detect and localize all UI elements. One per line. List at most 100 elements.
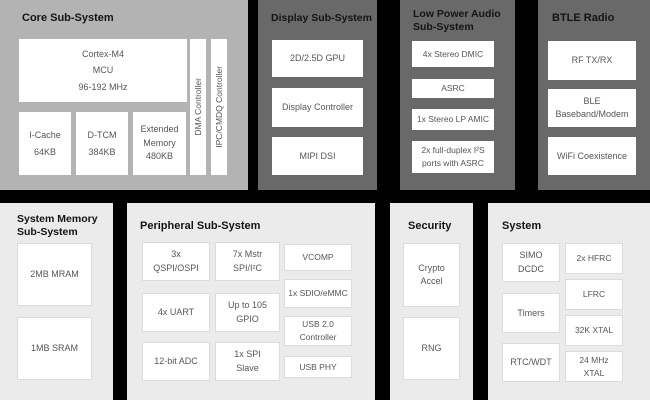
block-label: QSPI/OSPI [153, 262, 199, 273]
gpu-block: 2D/2.5D GPU [272, 40, 363, 77]
display-subsystem-title: Display Sub-System [271, 12, 372, 24]
block-label: 3x [171, 249, 181, 259]
block-label: GPIO [236, 313, 259, 324]
block-label: RF TX/RX [571, 55, 613, 66]
block-label: RNG [421, 343, 442, 354]
block-label: ASRC [441, 83, 465, 94]
security-section: Security Crypto Accel RNG [390, 203, 473, 400]
rng-block: RNG [403, 317, 460, 380]
master-spi-i2c-block: 7x Mstr SPI/I²C [215, 242, 280, 281]
block-label: Crypto [418, 262, 445, 273]
core-subsystem-section: Core Sub-System Cortex-M4 MCU 96-192 MHz… [0, 0, 248, 190]
sram-block: 1MB SRAM [17, 317, 92, 380]
block-label: Baseband/Modem [555, 109, 629, 119]
block-label: SIMO [519, 250, 543, 260]
block-label: Controller [299, 332, 337, 342]
mipi-dsi-block: MIPI DSI [272, 137, 363, 175]
block-label: 1x SDIO/eMMC [288, 288, 348, 299]
usb2-controller-block: USB 2.0 Controller [284, 316, 352, 346]
system-memory-section: System Memory Sub-System 2MB MRAM 1MB SR… [0, 203, 113, 400]
block-label: 384KB [88, 146, 116, 157]
spi-slave-block: 1x SPI Slave [215, 342, 280, 381]
block-label: 32K XTAL [574, 325, 614, 336]
qspi-ospi-block: 3x QSPI/OSPI [142, 242, 210, 281]
lp-amic-block: 1x Stereo LP AMIC [412, 109, 494, 130]
block-label: Memory [143, 137, 176, 148]
block-label: 2x HFRC [576, 253, 612, 264]
block-label: Accel [420, 276, 443, 286]
dma-controller-block: DMA Controller [190, 39, 206, 175]
block-label: 24 MHz [579, 354, 609, 365]
block-label: 64KB [33, 146, 57, 157]
block-label: DCDC [518, 263, 544, 274]
block-label: IPC/CMDQ Controller [213, 66, 224, 148]
usb-phy-block: USB PHY [284, 356, 352, 378]
audio-subsystem-section: Low Power Audio Sub-System 4x Stereo DMI… [400, 0, 515, 190]
title-line: Sub-System [17, 226, 78, 238]
block-label: WiFi Coexistence [556, 150, 628, 161]
mram-block: 2MB MRAM [17, 243, 92, 306]
block-label: MCU [92, 65, 114, 76]
block-label: 4x Stereo DMIC [422, 48, 484, 59]
block-label: 12-bit ADC [154, 356, 198, 367]
block-label: Slave [236, 362, 259, 373]
btle-radio-section: BTLE Radio RF TX/RX BLE Baseband/Modem W… [538, 0, 650, 190]
block-label: VCOMP [302, 252, 334, 263]
wifi-coexistence-block: WiFi Coexistence [548, 137, 636, 175]
title-line: System Memory [17, 213, 98, 225]
timers-block: Timers [502, 293, 560, 333]
core-subsystem-title: Core Sub-System [22, 12, 114, 24]
system-memory-title: System Memory Sub-System [17, 213, 98, 239]
hfrc-block: 2x HFRC [565, 243, 623, 274]
ipc-cmdq-controller-block: IPC/CMDQ Controller [211, 39, 227, 175]
title-line: Sub-System [413, 21, 474, 33]
peripheral-subsystem-section: Peripheral Sub-System 3x QSPI/OSPI 4x UA… [127, 203, 375, 400]
lfrc-block: LFRC [565, 279, 623, 310]
block-label: USB PHY [299, 361, 337, 372]
block-label: USB 2.0 [302, 319, 334, 330]
d-tcm-block: D-TCM 384KB [76, 112, 128, 175]
block-label: LFRC [582, 289, 606, 300]
block-label: XTAL [583, 367, 605, 378]
block-label: 480KB [145, 151, 174, 162]
uart-block: 4x UART [142, 293, 210, 332]
rtc-wdt-block: RTC/WDT [502, 343, 560, 382]
title-line: Low Power Audio [413, 8, 501, 20]
block-label: 2D/2.5D GPU [289, 53, 346, 64]
block-label: DMA Controller [192, 78, 203, 136]
block-label: Display Controller [281, 102, 354, 113]
peripheral-subsystem-title: Peripheral Sub-System [140, 220, 261, 232]
block-label: Cortex-M4 [81, 48, 124, 59]
btle-radio-title: BTLE Radio [552, 12, 615, 24]
block-label: SPI/I²C [232, 262, 262, 273]
rf-txrx-block: RF TX/RX [548, 41, 636, 80]
cortex-m4-mcu-block: Cortex-M4 MCU 96-192 MHz [19, 39, 187, 102]
block-label: Extended [140, 124, 179, 135]
crypto-accel-block: Crypto Accel [403, 243, 460, 307]
i2s-ports-block: 2x full-duplex I²S ports with ASRC [412, 141, 494, 173]
block-label: 2MB MRAM [30, 269, 79, 280]
vcomp-block: VCOMP [284, 244, 352, 271]
block-label: 2x full-duplex I²S [421, 145, 485, 156]
display-subsystem-section: Display Sub-System 2D/2.5D GPU Display C… [258, 0, 377, 190]
block-label: BLE [583, 95, 601, 106]
block-label: 1MB SRAM [30, 343, 78, 354]
adc-block: 12-bit ADC [142, 342, 210, 381]
block-label: Timers [517, 307, 545, 318]
gpio-block: Up to 105 GPIO [215, 293, 280, 332]
block-label: 1x SPI [234, 349, 261, 359]
system-title: System [502, 220, 542, 232]
audio-subsystem-title: Low Power Audio Sub-System [413, 8, 501, 34]
security-title: Security [408, 220, 452, 232]
ble-baseband-modem-block: BLE Baseband/Modem [548, 89, 636, 127]
i-cache-block: I-Cache 64KB [19, 112, 71, 175]
display-controller-block: Display Controller [272, 88, 363, 127]
asrc-block: ASRC [412, 79, 494, 98]
sdio-emmc-block: 1x SDIO/eMMC [284, 279, 352, 308]
block-label: MIPI DSI [299, 150, 336, 161]
xtal-32k-block: 32K XTAL [565, 315, 623, 346]
block-label: 1x Stereo LP AMIC [416, 114, 490, 125]
simo-dcdc-block: SIMO DCDC [502, 243, 560, 282]
block-label: ports with ASRC [422, 158, 484, 168]
